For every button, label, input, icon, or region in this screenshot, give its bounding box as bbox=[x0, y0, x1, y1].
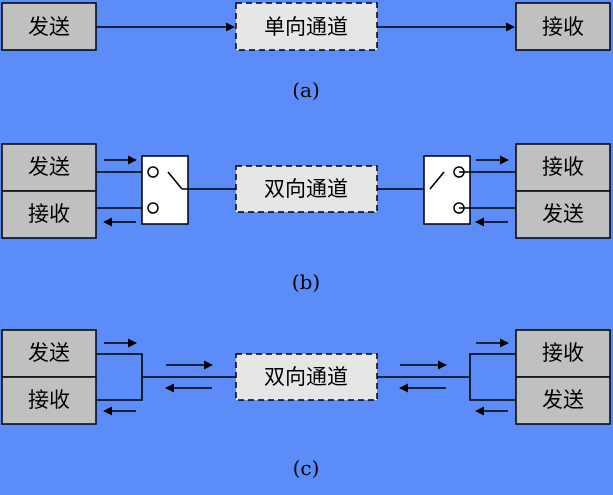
right-send-label: 发送 bbox=[542, 388, 584, 412]
half-duplex-right-station: 接收 发送 bbox=[515, 143, 611, 239]
caption-c: (c) bbox=[293, 456, 320, 480]
right-receive-box bbox=[515, 143, 611, 192]
simplex-receiver-box: 接收 bbox=[515, 2, 611, 51]
left-receive-box bbox=[1, 376, 97, 425]
left-receive-label: 接收 bbox=[28, 202, 70, 226]
left-bracket-wire bbox=[96, 353, 143, 401]
simplex-receiver-label: 接收 bbox=[542, 15, 584, 39]
full-duplex-channel-label: 双向通道 bbox=[264, 365, 348, 389]
half-duplex-left-station: 发送 接收 bbox=[1, 143, 97, 239]
simplex-channel-box: 单向通道 bbox=[235, 2, 378, 51]
simplex-sender-label: 发送 bbox=[28, 15, 70, 39]
simplex-channel-label: 单向通道 bbox=[264, 15, 348, 39]
right-receive-label: 接收 bbox=[542, 155, 584, 179]
full-duplex-right-station: 接收 发送 bbox=[515, 329, 611, 425]
half-duplex-channel-label: 双向通道 bbox=[264, 177, 348, 201]
left-receive-label: 接收 bbox=[28, 388, 70, 412]
full-duplex-left-station: 发送 接收 bbox=[1, 329, 97, 425]
left-send-label: 发送 bbox=[28, 155, 70, 179]
left-send-label: 发送 bbox=[28, 341, 70, 365]
panel-c-full-duplex: 发送 接收 双向通道 接收 发送 (c) bbox=[1, 329, 611, 480]
half-duplex-channel-box: 双向通道 bbox=[235, 165, 378, 213]
right-bracket-wire bbox=[469, 353, 516, 401]
simplex-sender-box: 发送 bbox=[1, 2, 97, 51]
caption-b: (b) bbox=[292, 270, 320, 294]
right-send-box bbox=[515, 190, 611, 239]
full-duplex-channel-box: 双向通道 bbox=[235, 353, 378, 401]
right-receive-box bbox=[515, 329, 611, 378]
left-switch bbox=[141, 155, 189, 225]
left-receive-box bbox=[1, 190, 97, 239]
panel-a-simplex: 发送 单向通道 接收 (a) bbox=[1, 2, 611, 102]
caption-a: (a) bbox=[292, 78, 320, 102]
right-send-box bbox=[515, 376, 611, 425]
panel-b-half-duplex: 发送 接收 双向通道 bbox=[1, 143, 611, 294]
left-send-box bbox=[1, 143, 97, 192]
right-switch bbox=[423, 155, 471, 225]
right-receive-label: 接收 bbox=[542, 341, 584, 365]
right-send-label: 发送 bbox=[542, 202, 584, 226]
